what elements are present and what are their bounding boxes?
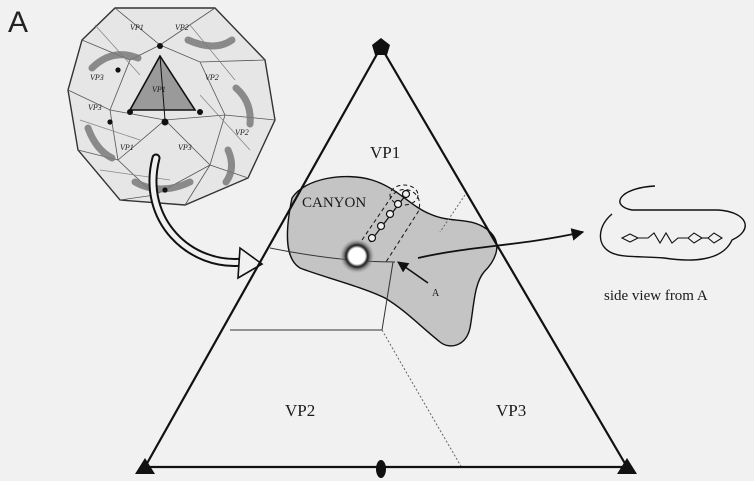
side-view-canyon-outline [600, 186, 745, 260]
capsid-tile-label: VP3 [178, 143, 192, 152]
capsid-tile-label: VP3 [88, 103, 102, 112]
region-label-vp1: VP1 [370, 143, 400, 162]
capsid-illustration: VP1 VP2 VP3 VP1 VP2 VP3 VP1 VP2 VP3 [68, 8, 275, 205]
capsid-tile-label: VP2 [235, 128, 249, 137]
view-direction-label: A [432, 288, 440, 299]
region-label-vp2: VP2 [285, 401, 315, 420]
capsid-fivefold-marker [157, 43, 163, 49]
capsid-tile-label: VP1 [120, 143, 134, 152]
region-label-canyon: CANYON [302, 195, 366, 211]
side-view-inset: side view from A [600, 186, 745, 304]
capsid-tile-label: VP3 [90, 73, 104, 82]
capsid-tile-label: VP2 [175, 23, 189, 32]
capsid-tile-label: VP1 [130, 23, 144, 32]
capsid-tile-label: VP2 [205, 73, 219, 82]
twofold-axis-ellipse [376, 460, 386, 478]
side-view-caption: side view from A [604, 288, 708, 304]
region-label-vp3: VP3 [496, 401, 526, 420]
fivefold-axis-pentagon [372, 38, 390, 55]
side-view-drug [622, 233, 722, 243]
capsid-tile-label: VP1 [152, 85, 166, 94]
